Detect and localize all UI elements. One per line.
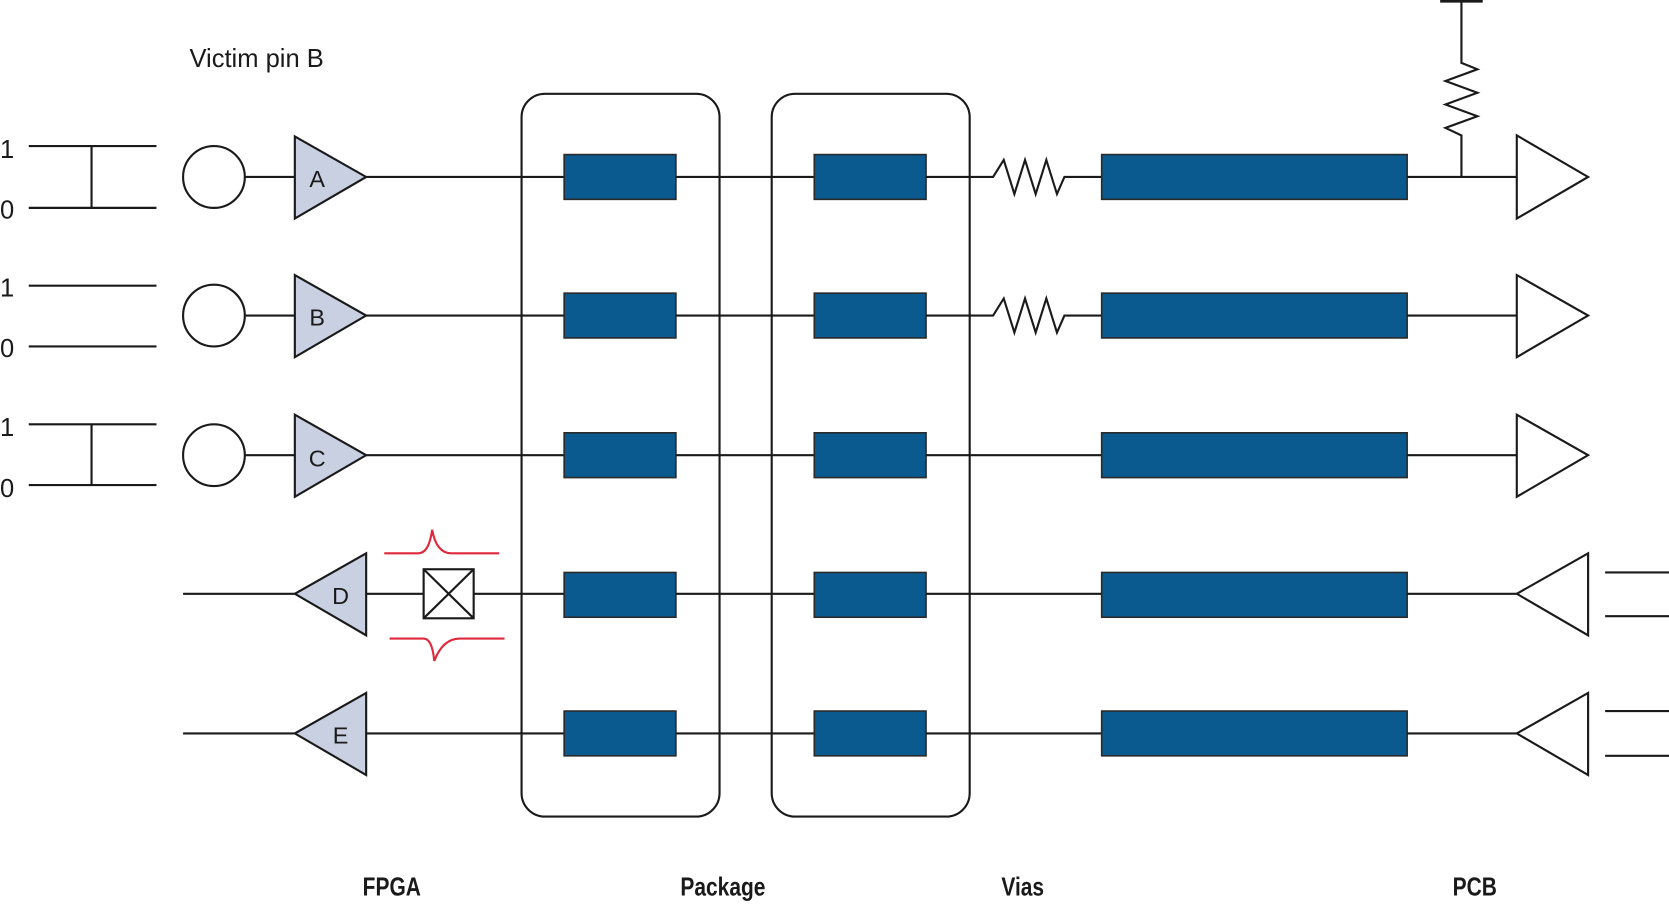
signal-source-icon (182, 144, 246, 209)
buffer-label-c: C (309, 445, 326, 471)
static-waveform-icon (28, 284, 157, 348)
buffer-label-a: A (309, 166, 325, 192)
crosstalk-probe-icon (422, 568, 475, 620)
channel-e: E (183, 691, 1669, 777)
pcb-trace-c (1100, 432, 1408, 479)
negative-glitch-icon (389, 637, 505, 662)
package-trace-a (563, 153, 677, 201)
section-label-pcb: PCB (1453, 872, 1497, 900)
victim-pin-label: Victim pin B (189, 45, 323, 73)
receiver-buffer-a (1515, 133, 1591, 221)
channel-b: 1 0 B (0, 273, 1591, 363)
package-trace-b (563, 292, 677, 339)
logic-high-label: 1 (0, 414, 14, 442)
input-buffer-d (292, 551, 368, 638)
receiver-buffer-c (1515, 412, 1591, 499)
driver-buffer-b (293, 273, 369, 359)
buffer-label-e: E (333, 723, 349, 749)
section-label-fpga: FPGA (363, 872, 421, 900)
driver-buffer-a (293, 134, 369, 221)
signal-source-icon (182, 423, 246, 488)
pcb-trace-a (1100, 153, 1408, 201)
pullup-resistor-icon (1442, 2, 1481, 177)
static-waveform-icon (1605, 709, 1669, 757)
pcb-trace-b (1100, 292, 1408, 339)
pcb-trace-d (1100, 571, 1408, 619)
section-label-package: Package (680, 872, 765, 900)
logic-high-label: 1 (0, 274, 14, 302)
logic-low-label: 0 (0, 335, 14, 363)
signal-source-icon (182, 283, 246, 348)
channel-c: 1 0 C (0, 412, 1591, 503)
package-trace-e (563, 710, 677, 757)
via-d (813, 571, 927, 619)
static-waveform-icon (1605, 571, 1669, 618)
via-a (813, 153, 927, 201)
positive-glitch-icon (384, 529, 500, 555)
buffer-label-d: D (332, 583, 349, 609)
series-resistor-icon (926, 156, 1102, 198)
section-label-vias: Vias (1001, 872, 1044, 900)
input-buffer-e (292, 691, 368, 777)
logic-high-label: 1 (0, 136, 14, 164)
logic-low-label: 0 (0, 197, 14, 225)
channel-a: 1 0 A (0, 0, 1591, 225)
via-e (813, 710, 927, 757)
logic-low-label: 0 (0, 475, 14, 503)
toggle-waveform-icon (28, 144, 157, 209)
toggle-waveform-icon (28, 423, 157, 487)
receiver-buffer-b (1515, 273, 1591, 359)
pcb-trace-e (1100, 710, 1408, 757)
buffer-label-b: B (309, 305, 325, 331)
via-b (813, 292, 927, 339)
series-resistor-icon (926, 294, 1102, 337)
package-trace-c (563, 432, 677, 479)
channel-d: D (183, 529, 1669, 662)
package-trace-d (563, 571, 677, 619)
external-driver-e (1514, 691, 1590, 777)
via-c (813, 432, 927, 479)
external-driver-d (1514, 551, 1590, 638)
driver-buffer-c (293, 412, 369, 499)
